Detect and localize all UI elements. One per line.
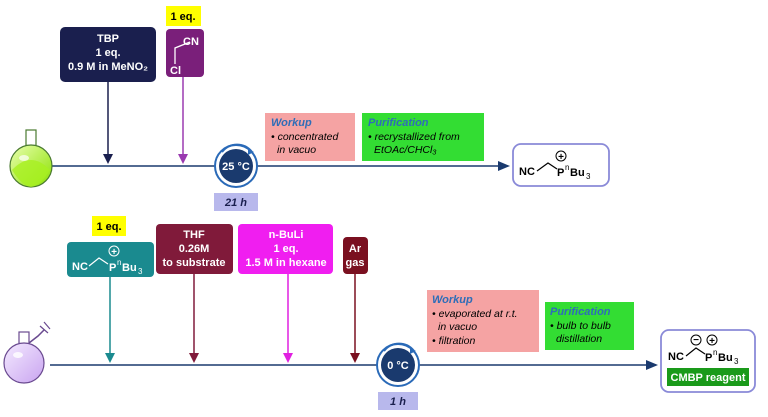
- nbuli-label: n-BuLi: [269, 229, 304, 241]
- time-top: 21 h: [224, 197, 247, 209]
- product-top-p: P: [557, 167, 564, 179]
- product-top-bu: Bu: [570, 167, 585, 179]
- product-top-n: n: [565, 163, 569, 172]
- product-bottom-bu: Bu: [718, 352, 733, 364]
- nbuli-box: n-BuLi 1 eq. 1.5 M in hexane: [238, 224, 333, 274]
- temp-top: 25 °C: [222, 161, 250, 173]
- tbp-box: TBP 1 eq. 0.9 M in MeNO₂: [60, 27, 156, 82]
- product-bottom-n: n: [713, 348, 717, 357]
- cn-eq-badge: [166, 6, 201, 26]
- time-badge-bottom: [378, 392, 418, 410]
- product-bottom-plus: +: [709, 336, 715, 347]
- nbuli-equiv: 1 eq.: [273, 243, 298, 255]
- tbp-label: TBP: [97, 33, 119, 45]
- argon-label: Ar: [349, 243, 362, 255]
- workup-step1-top: • concentrated: [271, 131, 339, 143]
- temp-bottom: 0 °C: [387, 360, 409, 372]
- reagent-bu: Bu: [122, 262, 137, 274]
- product-bottom-p: P: [705, 352, 712, 364]
- thf-note: to substrate: [163, 257, 226, 269]
- chloroacetonitrile-box: CN Cl: [166, 29, 204, 77]
- product-bottom-sub: 3: [734, 357, 739, 366]
- argon-box: Ar gas: [343, 237, 368, 274]
- reagent-eq-text: 1 eq.: [96, 221, 121, 233]
- workup-step2-bottom: in vacuo: [438, 321, 477, 333]
- product-top: NC + P n Bu 3: [512, 143, 610, 187]
- green-flask-icon: [9, 129, 53, 188]
- reagent-nc: NC: [72, 261, 88, 273]
- reagent-plus: +: [111, 247, 117, 258]
- cn-eq-text: 1 eq.: [170, 11, 195, 23]
- workup-title-top: Workup: [271, 117, 312, 129]
- phosphonium-salt-box: NC + P n Bu 3: [67, 242, 154, 277]
- cl-label: Cl: [170, 65, 181, 77]
- workup-box-bottom: Workup • evaporated at r.t. in vacuo • f…: [427, 290, 539, 352]
- workup-title-bottom: Workup: [432, 294, 473, 306]
- temp-circle-top: 25 °C: [214, 143, 258, 188]
- purification-title-top: Purification: [368, 117, 429, 129]
- nbuli-conc: 1.5 M in hexane: [245, 257, 326, 269]
- purification-step1-bottom: • bulb to bulb: [550, 320, 611, 332]
- cmbp-reagent-label: CMBP reagent: [671, 372, 746, 384]
- tbp-concentration: 0.9 M in MeNO₂: [68, 61, 148, 73]
- purification-title-bottom: Purification: [550, 306, 611, 318]
- cn-label: CN: [183, 36, 199, 48]
- tbp-equiv: 1 eq.: [95, 47, 120, 59]
- product-top-sub: 3: [586, 172, 591, 181]
- time-badge-top: [214, 193, 258, 211]
- purification-box-top: Purification • recrystallized from EtOAc…: [362, 113, 484, 161]
- purification-box-bottom: Purification • bulb to bulb distillation: [545, 302, 634, 350]
- thf-box: THF 0.26M to substrate: [156, 224, 233, 274]
- thf-conc: 0.26M: [179, 243, 210, 255]
- workup-step2-top: in vacuo: [277, 144, 316, 156]
- purification-step2-top: EtOAc/CHCl₃: [374, 144, 437, 156]
- reagent-n: n: [117, 258, 121, 267]
- workup-step1-bottom: • evaporated at r.t.: [432, 308, 518, 320]
- workup-box-top: Workup • concentrated in vacuo: [265, 113, 355, 161]
- time-bottom: 1 h: [390, 396, 406, 408]
- reagent-sub: 3: [138, 267, 143, 276]
- reagent-eq-badge: [92, 216, 126, 236]
- temp-circle-bottom: 0 °C: [376, 342, 420, 387]
- thf-label: THF: [183, 229, 205, 241]
- product-top-nc: NC: [519, 166, 535, 178]
- argon-gas: gas: [346, 257, 365, 269]
- product-bottom: NC − + P n Bu 3 CMBP reagent: [660, 329, 756, 393]
- workup-step3-bottom: • filtration: [432, 335, 476, 347]
- product-bottom-minus: −: [693, 335, 699, 346]
- product-top-plus: +: [558, 152, 564, 163]
- purification-step2-bottom: distillation: [556, 333, 602, 345]
- purification-step1-top: • recrystallized from: [368, 131, 460, 143]
- purple-flask-icon: [3, 321, 51, 384]
- reagent-p: P: [109, 262, 116, 274]
- product-bottom-nc: NC: [668, 351, 684, 363]
